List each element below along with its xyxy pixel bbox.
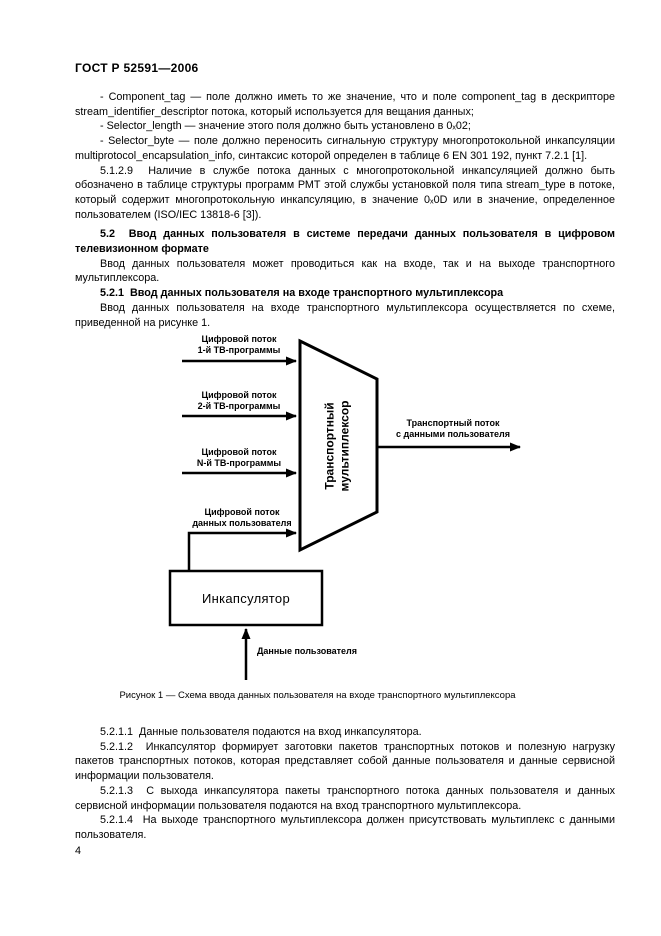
paragraph-5-2-intro: Ввод данных пользователя может проводить… [75,257,618,285]
input-label-2: Цифровой поток 2-й ТВ-программы [183,390,295,411]
paragraph-5-2-1-1: 5.2.1.1 Данные пользователя подаются на … [100,726,422,738]
multiplexer-label-line2: мультиплексор [337,400,351,492]
output-label: Транспортный поток с данными пользовател… [393,418,513,439]
paragraph-selector-length: - Selector_length — значение этого поля … [100,120,471,133]
figure-1-diagram: Цифровой поток 1-й ТВ-программы Цифровой… [0,330,661,695]
user-data-label: Данные пользователя [257,646,357,656]
body-text-bottom: 5.2.1.1 Данные пользователя подаются на … [75,725,615,843]
paragraph-selector-byte: - Selector_byte — поле должно переносить… [75,135,618,162]
input-label-4: Цифровой поток данных пользователя [186,507,298,528]
input-label-4-line2: данных пользователя [192,517,292,528]
paragraph-component-tag: - Component_tag — поле должно иметь то ж… [75,91,618,118]
multiplexer-label: Транспортный мультиплексор [323,376,352,516]
encapsulator-label: Инкапсулятор [202,590,290,606]
paragraph-5-2-1-3: 5.2.1.3 С выхода инкапсулятора пакеты тр… [75,784,618,812]
output-label-line2: с данными пользователя [396,428,510,439]
figure-caption: Рисунок 1 — Схема ввода данных пользоват… [119,690,516,701]
output-label-line1: Транспортный поток [406,418,500,428]
encapsulator-to-mux-arrow [187,528,297,571]
heading-5-2-1: 5.2.1 Ввод данных пользователя на входе … [100,287,504,300]
multiplexer-trapezoid [298,338,379,553]
input-label-4-line1: Цифровой поток [204,507,280,517]
paragraph-5-2-1-intro: Ввод данных пользователя на входе трансп… [75,301,618,329]
multiplexer-label-line1: Транспортный [322,402,337,490]
input-label-2-line2: 2-й ТВ-программы [197,400,281,411]
paragraph-5-1-2-9: 5.1.2.9 Наличие в службе потока данных с… [75,164,618,221]
paragraph-5-2-1-2: 5.2.1.2 Инкапсулятор формирует заготовки… [75,740,618,783]
input-label-2-line1: Цифровой поток [201,390,277,400]
heading-5-2: 5.2 Ввод данных пользователя в системе п… [75,228,618,256]
input-label-1: Цифровой поток 1-й ТВ-программы [183,334,295,355]
input-label-3-line2: N-й ТВ-программы [196,457,282,468]
encapsulator-box [168,569,324,627]
paragraph-5-2-1-4: 5.2.1.4 На выходе транспортного мультипл… [75,814,618,841]
diagram-drawing [168,338,521,680]
input-label-3-line1: Цифровой поток [201,447,277,457]
page-number: 4 [75,845,82,857]
input-label-1-line2: 1-й ТВ-программы [197,344,281,355]
body-text-top: - Component_tag — поле должно иметь то ж… [75,90,615,330]
page-header: ГОСТ Р 52591—2006 [75,61,199,75]
input-label-3: Цифровой поток N-й ТВ-программы [183,447,295,468]
input-label-1-line1: Цифровой поток [201,334,277,344]
